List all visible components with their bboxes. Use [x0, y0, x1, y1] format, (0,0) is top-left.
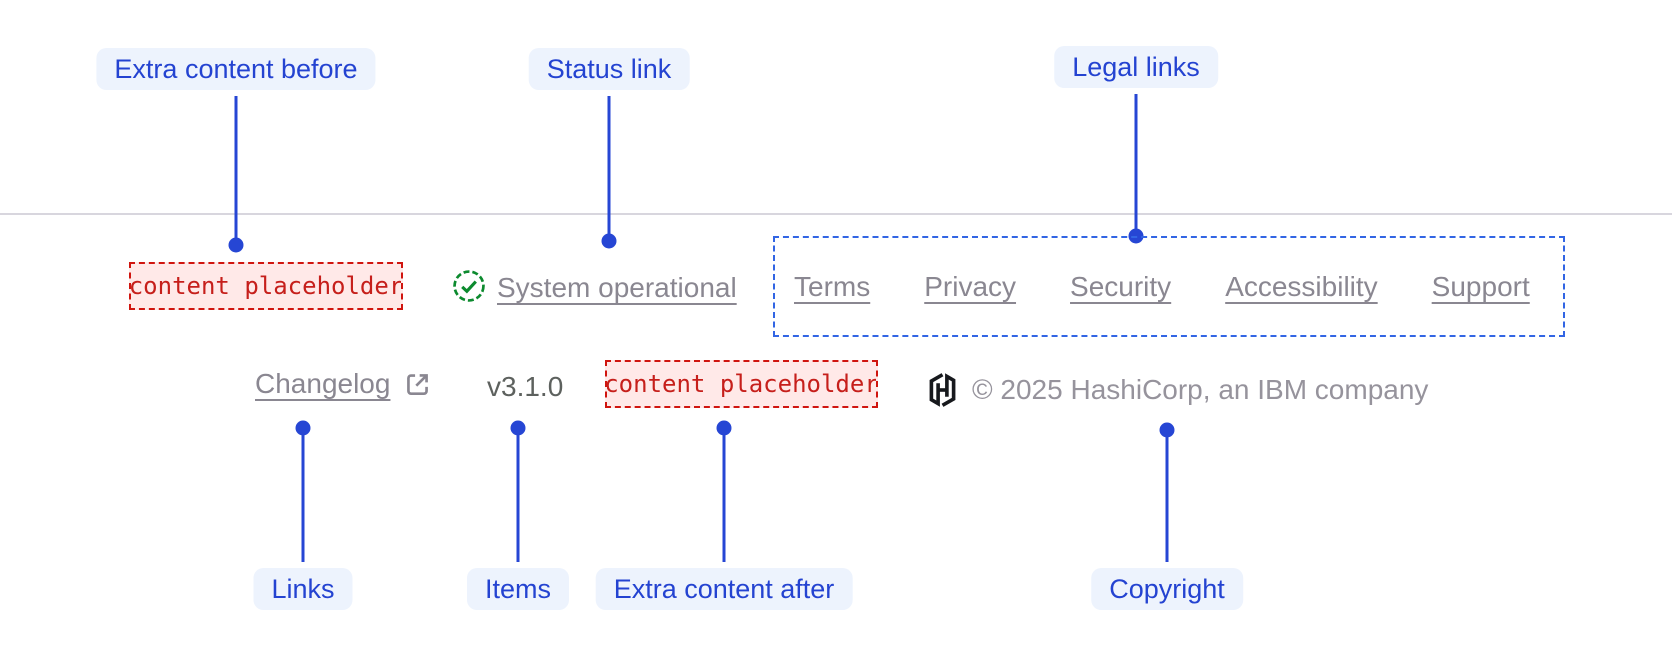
legal-links-group: Terms Privacy Security Accessibility Sup…	[773, 236, 1565, 337]
connector-line-status-link	[607, 96, 611, 234]
extra-content-before-placeholder: content placeholder	[129, 262, 403, 310]
legal-link-privacy[interactable]: Privacy	[924, 270, 1017, 302]
legal-link-security[interactable]: Security	[1070, 270, 1172, 302]
legal-link-accessibility[interactable]: Accessibility	[1225, 270, 1378, 302]
annotation-label-extra-content-before: Extra content before	[96, 48, 376, 90]
placeholder-text: content placeholder	[129, 272, 403, 300]
connector-dot-extra-content-before	[228, 237, 244, 253]
changelog-link[interactable]: Changelog	[255, 368, 391, 399]
version-text: v3.1.0	[487, 371, 564, 402]
annotation-label-status-link: Status link	[528, 48, 690, 90]
connector-dot-status-link	[601, 233, 617, 249]
connector-dot-copyright	[1159, 422, 1175, 438]
placeholder-text: content placeholder	[605, 370, 878, 398]
connector-dot-links	[295, 420, 311, 436]
legal-link-terms[interactable]: Terms	[794, 270, 871, 302]
connector-line-items	[516, 432, 520, 562]
connector-line-legal-links	[1134, 94, 1138, 229]
check-circle-icon	[452, 269, 486, 308]
external-link-icon	[403, 370, 432, 399]
changelog-link-group: Changelog	[255, 368, 432, 400]
annotation-label-legal-links: Legal links	[1054, 46, 1218, 88]
connector-line-extra-content-before	[234, 96, 238, 238]
status-link[interactable]: System operational	[497, 272, 737, 303]
copyright-text: © 2025 HashiCorp, an IBM company	[972, 374, 1429, 405]
connector-dot-extra-content-after	[716, 420, 732, 436]
copyright-group: © 2025 HashiCorp, an IBM company	[927, 372, 1428, 408]
annotation-label-links: Links	[253, 568, 353, 610]
annotation-label-items: Items	[466, 568, 570, 610]
connector-dot-items	[510, 420, 526, 436]
annotation-label-extra-content-after: Extra content after	[595, 568, 853, 610]
footer-top-divider	[0, 213, 1672, 215]
annotation-label-copyright: Copyright	[1091, 568, 1243, 610]
connector-line-copyright	[1165, 434, 1169, 562]
connector-line-extra-content-after	[722, 432, 726, 562]
connector-line-links	[301, 432, 305, 562]
hashicorp-logo	[927, 372, 958, 408]
extra-content-after-placeholder: content placeholder	[605, 360, 878, 408]
legal-link-support[interactable]: Support	[1431, 270, 1530, 302]
